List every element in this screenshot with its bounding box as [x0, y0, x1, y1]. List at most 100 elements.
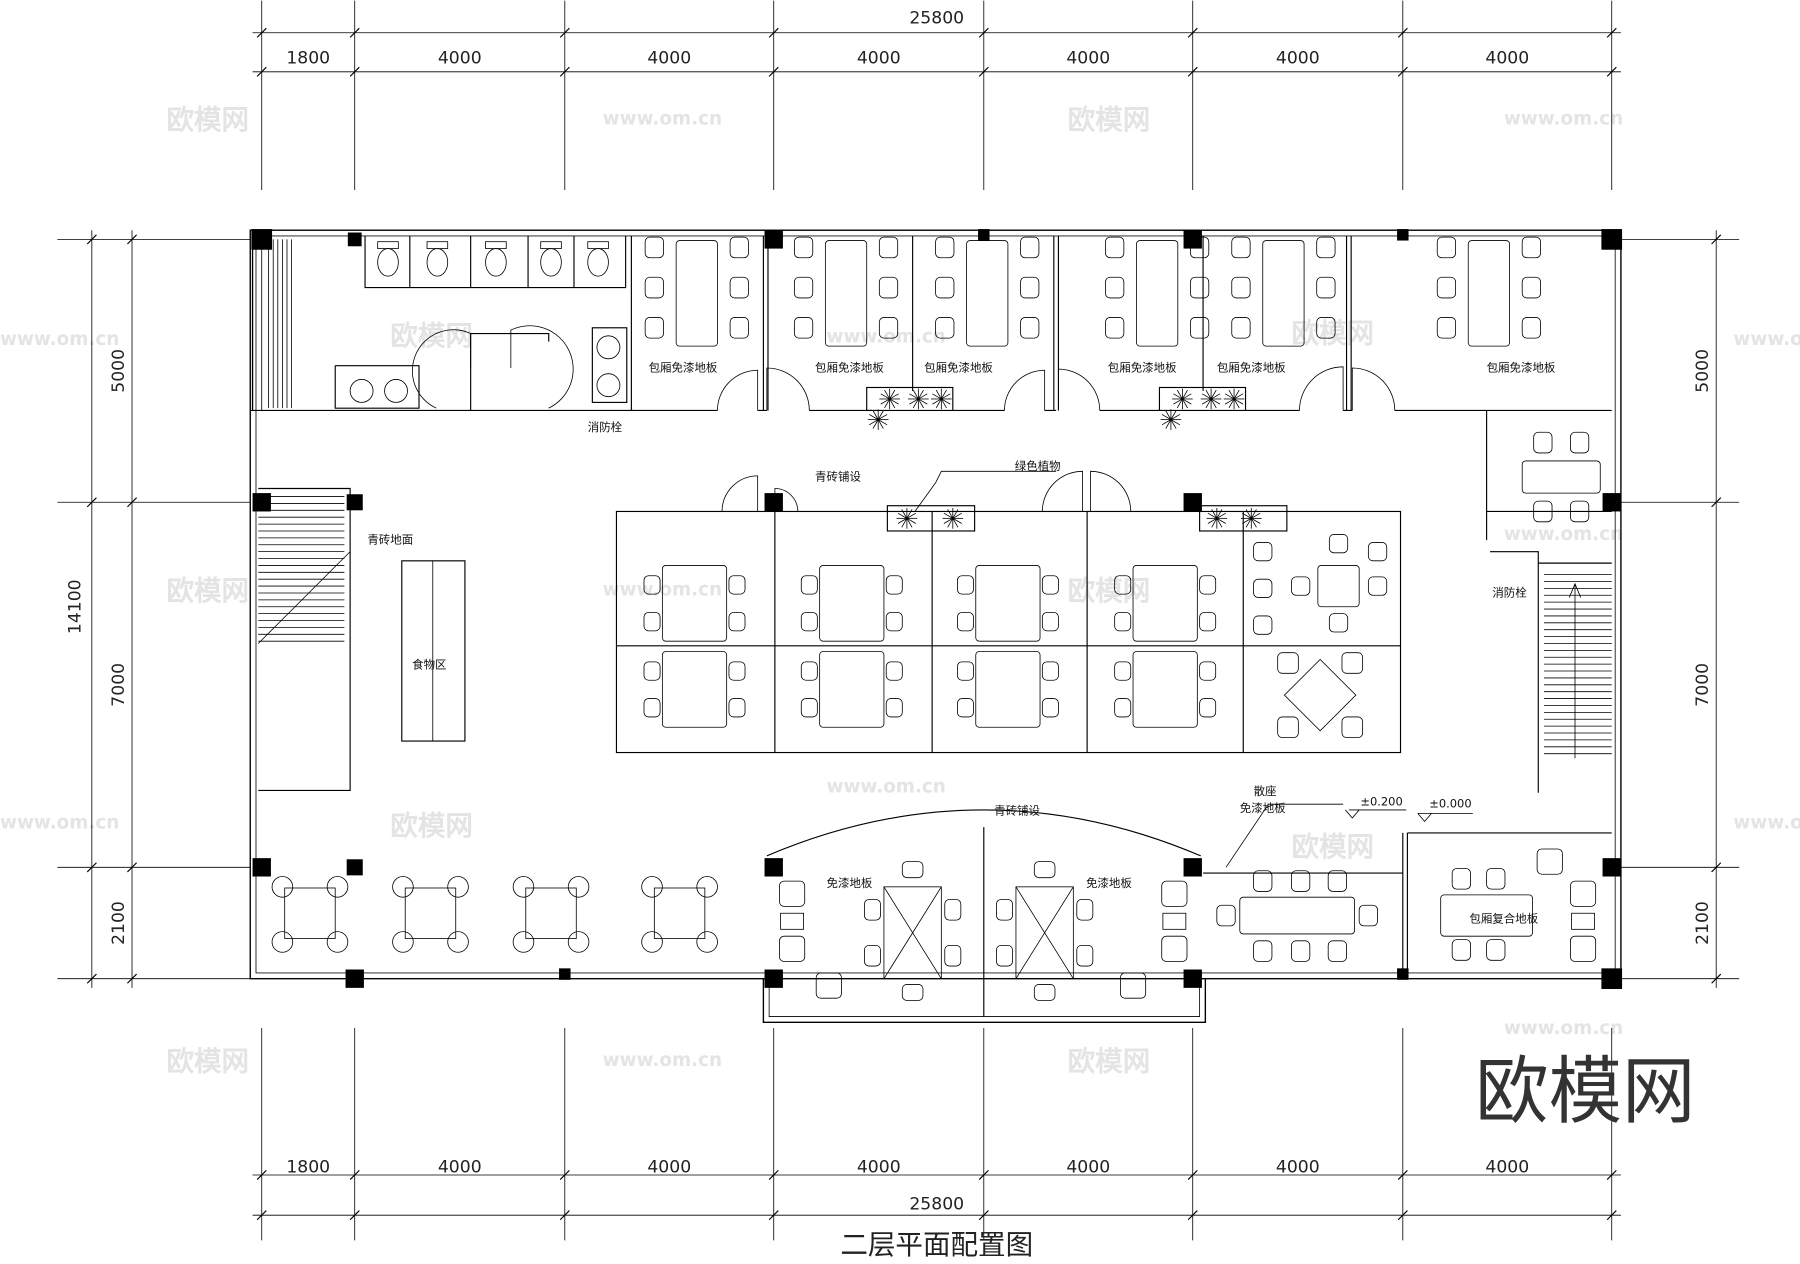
chair: [800, 661, 818, 681]
dimension-tick: [86, 497, 97, 508]
chair: [1451, 939, 1471, 961]
watermark-text: 欧模网: [1068, 104, 1151, 136]
chair: [1114, 612, 1132, 632]
chair: [935, 236, 955, 259]
table-cross: [1015, 886, 1074, 979]
horizontal-dimension-label: 4000: [1066, 1158, 1110, 1178]
chair: [1041, 698, 1059, 718]
table: [675, 240, 718, 347]
column: [1601, 229, 1623, 250]
chair: [1041, 575, 1059, 595]
dimension-tick: [349, 1210, 360, 1221]
chair: [1161, 880, 1188, 907]
door-swing: [1041, 470, 1083, 512]
top-overall-dimension: 25800: [909, 9, 964, 29]
dimension-tick: [256, 27, 267, 38]
dimension-tick: [1397, 66, 1408, 77]
watermark-text: 欧模网: [390, 810, 473, 842]
chair: [1114, 575, 1132, 595]
room-label: 包厢免漆地板: [1108, 360, 1177, 374]
vertical-dimension-label: 7000: [1693, 663, 1713, 707]
chair: [1231, 236, 1251, 259]
chair: [1367, 576, 1388, 596]
chair: [1114, 661, 1132, 681]
dimension-tick: [1397, 1169, 1408, 1180]
chair: [944, 899, 962, 921]
chair: [1253, 542, 1273, 562]
building-walls: [249, 229, 1622, 1023]
watermark-text: 欧模网: [1291, 831, 1374, 863]
room-labels: 包厢免漆地板 包厢免漆地板 包厢免漆地板 包厢免漆地板 包厢免漆地板 包厢免漆地…: [367, 360, 1556, 925]
chair: [641, 931, 663, 953]
table: [824, 240, 868, 347]
door-swing: [510, 325, 574, 409]
chair: [1521, 317, 1541, 339]
column: [346, 859, 363, 876]
toilet: [587, 248, 609, 277]
dimension-tick: [1711, 862, 1722, 873]
stair-break: [258, 551, 351, 644]
horizontal-dimension-label: 4000: [647, 1158, 691, 1178]
chair: [1570, 500, 1590, 523]
watermark-url: www.om.cn: [1504, 109, 1623, 130]
food-counter: [401, 560, 466, 742]
chair: [800, 698, 818, 718]
dimension-tick: [1711, 497, 1722, 508]
plant: [942, 508, 964, 529]
chair: [729, 317, 749, 339]
dimension-tick: [768, 66, 779, 77]
watermark-url: www.om.cn: [0, 812, 119, 833]
chair: [1328, 613, 1349, 633]
plant: [908, 388, 929, 410]
chair: [1076, 944, 1094, 967]
chair: [1486, 868, 1506, 890]
left-overall-dimension: 14100: [65, 579, 85, 634]
watermark-url: www.om.cn: [603, 109, 722, 130]
chair: [1253, 615, 1273, 635]
chair: [779, 880, 806, 907]
watermark-text: 欧模网: [166, 104, 249, 136]
chair: [1316, 236, 1336, 259]
food-area-label: 食物区: [412, 658, 446, 672]
chair: [1105, 236, 1125, 259]
chair: [1041, 612, 1059, 632]
vertical-dimension-label: 5000: [1693, 349, 1713, 393]
chair: [1436, 276, 1457, 299]
chair: [326, 931, 349, 953]
room-label: 包厢免漆地板: [815, 360, 884, 374]
chair: [1451, 868, 1471, 890]
dimension-tick: [768, 1169, 779, 1180]
dimension-tick: [256, 66, 267, 77]
room-label: 包厢免漆地板: [649, 360, 718, 374]
chair: [793, 276, 814, 299]
chair: [1041, 661, 1059, 681]
vertical-dimension-label: 7000: [109, 663, 129, 707]
side-table: [1162, 912, 1187, 930]
toilet: [426, 248, 449, 277]
vertical-dimension-label: 5000: [109, 349, 129, 393]
chair: [1486, 939, 1506, 961]
dimension-tick: [86, 973, 97, 984]
door-swing: [1090, 470, 1132, 512]
plant: [1160, 409, 1182, 430]
door-swing: [717, 369, 759, 411]
chair: [1291, 576, 1311, 596]
drawing-title: 二层平面配置图: [840, 1229, 1033, 1261]
table: [1132, 565, 1198, 642]
dimension-tick: [978, 1210, 989, 1221]
dimension-tick: [559, 1169, 570, 1180]
chair: [644, 236, 664, 259]
chair: [447, 876, 469, 898]
side-table: [780, 912, 804, 930]
horizontal-dimension-label: 4000: [438, 1158, 482, 1178]
chair: [1231, 317, 1251, 339]
horizontal-dimension-label: 4000: [1276, 49, 1320, 69]
chair: [996, 944, 1013, 967]
table: [1521, 460, 1601, 494]
table-cross: [883, 886, 942, 979]
chair: [779, 935, 806, 962]
room-label: 包厢复合地板: [1469, 911, 1538, 925]
table: [1015, 886, 1074, 980]
sink: [596, 373, 621, 398]
